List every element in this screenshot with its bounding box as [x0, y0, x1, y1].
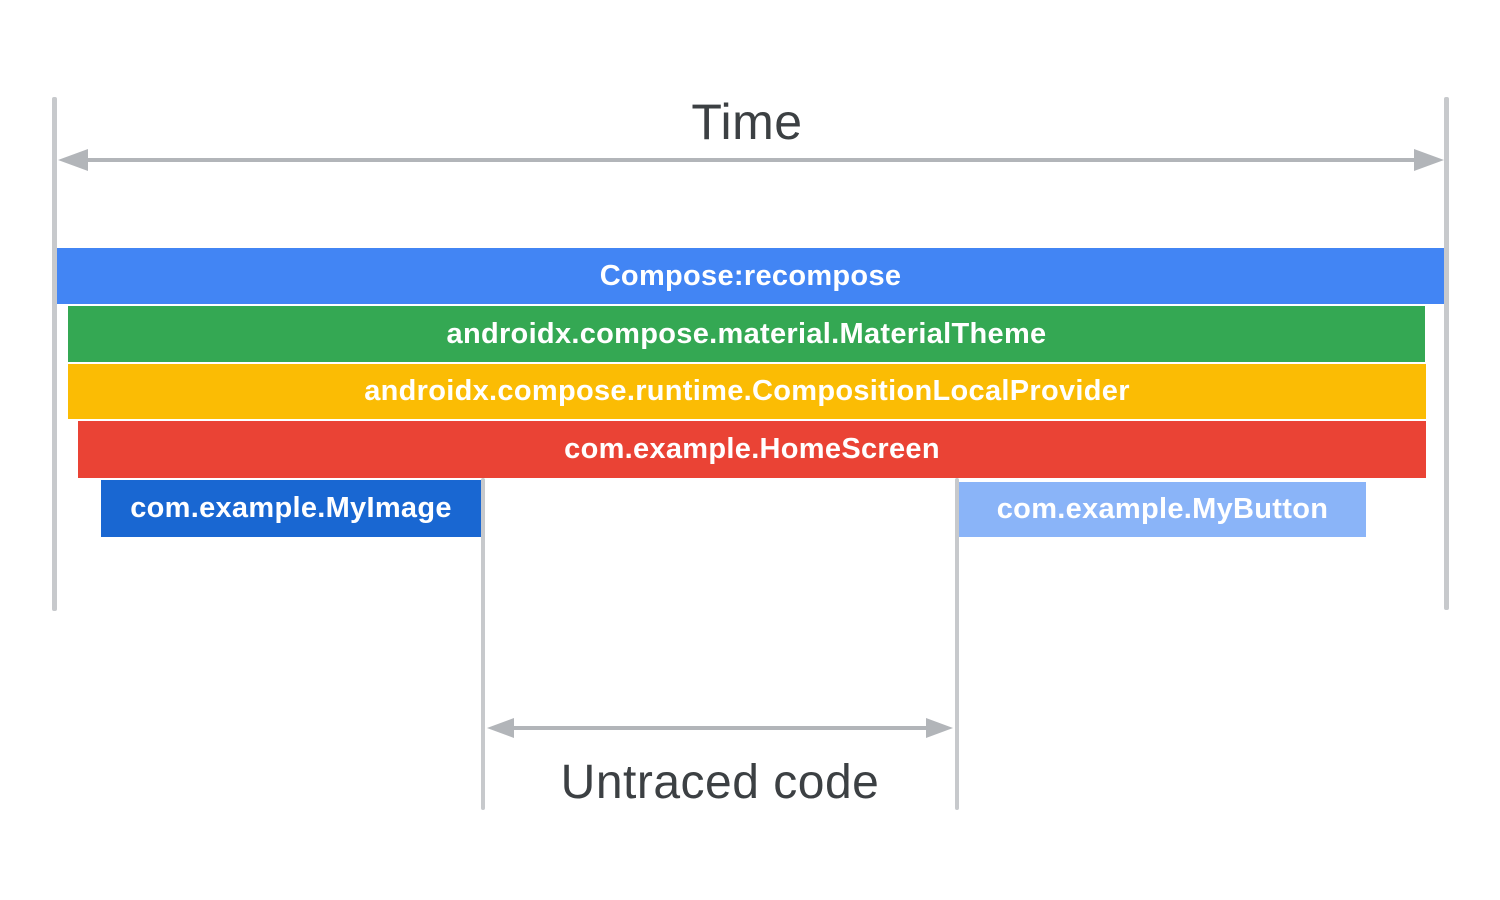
- trace-bar-compose-recompose: Compose:recompose: [57, 248, 1444, 304]
- arrowhead-right-icon: [1414, 149, 1444, 171]
- arrow-shaft: [509, 726, 931, 730]
- trace-bar-my-image: com.example.MyImage: [101, 480, 481, 537]
- time-span-arrow: [58, 147, 1444, 173]
- arrow-shaft: [82, 158, 1420, 162]
- trace-bar-label: com.example.MyImage: [130, 492, 452, 524]
- trace-bar-my-button: com.example.MyButton: [959, 482, 1366, 537]
- time-label: Time: [691, 94, 803, 150]
- trace-bar-label: androidx.compose.material.MaterialTheme: [446, 317, 1047, 350]
- trace-bar-material-theme: androidx.compose.material.MaterialTheme: [68, 306, 1425, 362]
- arrowhead-right-icon: [926, 718, 953, 738]
- time-left-boundary-line: [52, 97, 57, 611]
- trace-bar-label: androidx.compose.runtime.CompositionLoca…: [364, 375, 1130, 407]
- trace-bar-label: Compose:recompose: [599, 259, 902, 292]
- untraced-left-boundary-line: [481, 478, 485, 810]
- untraced-code-label: Untraced code: [560, 756, 880, 809]
- trace-bar-home-screen: com.example.HomeScreen: [78, 421, 1426, 478]
- time-right-boundary-line: [1444, 97, 1449, 610]
- trace-bar-label: com.example.HomeScreen: [564, 433, 940, 465]
- trace-bar-composition-local-provider: androidx.compose.runtime.CompositionLoca…: [68, 364, 1426, 419]
- arrowhead-left-icon: [58, 149, 88, 171]
- untraced-span-arrow: [487, 715, 953, 741]
- trace-bar-label: com.example.MyButton: [996, 493, 1329, 525]
- untraced-right-boundary-line: [955, 478, 959, 810]
- arrowhead-left-icon: [487, 718, 514, 738]
